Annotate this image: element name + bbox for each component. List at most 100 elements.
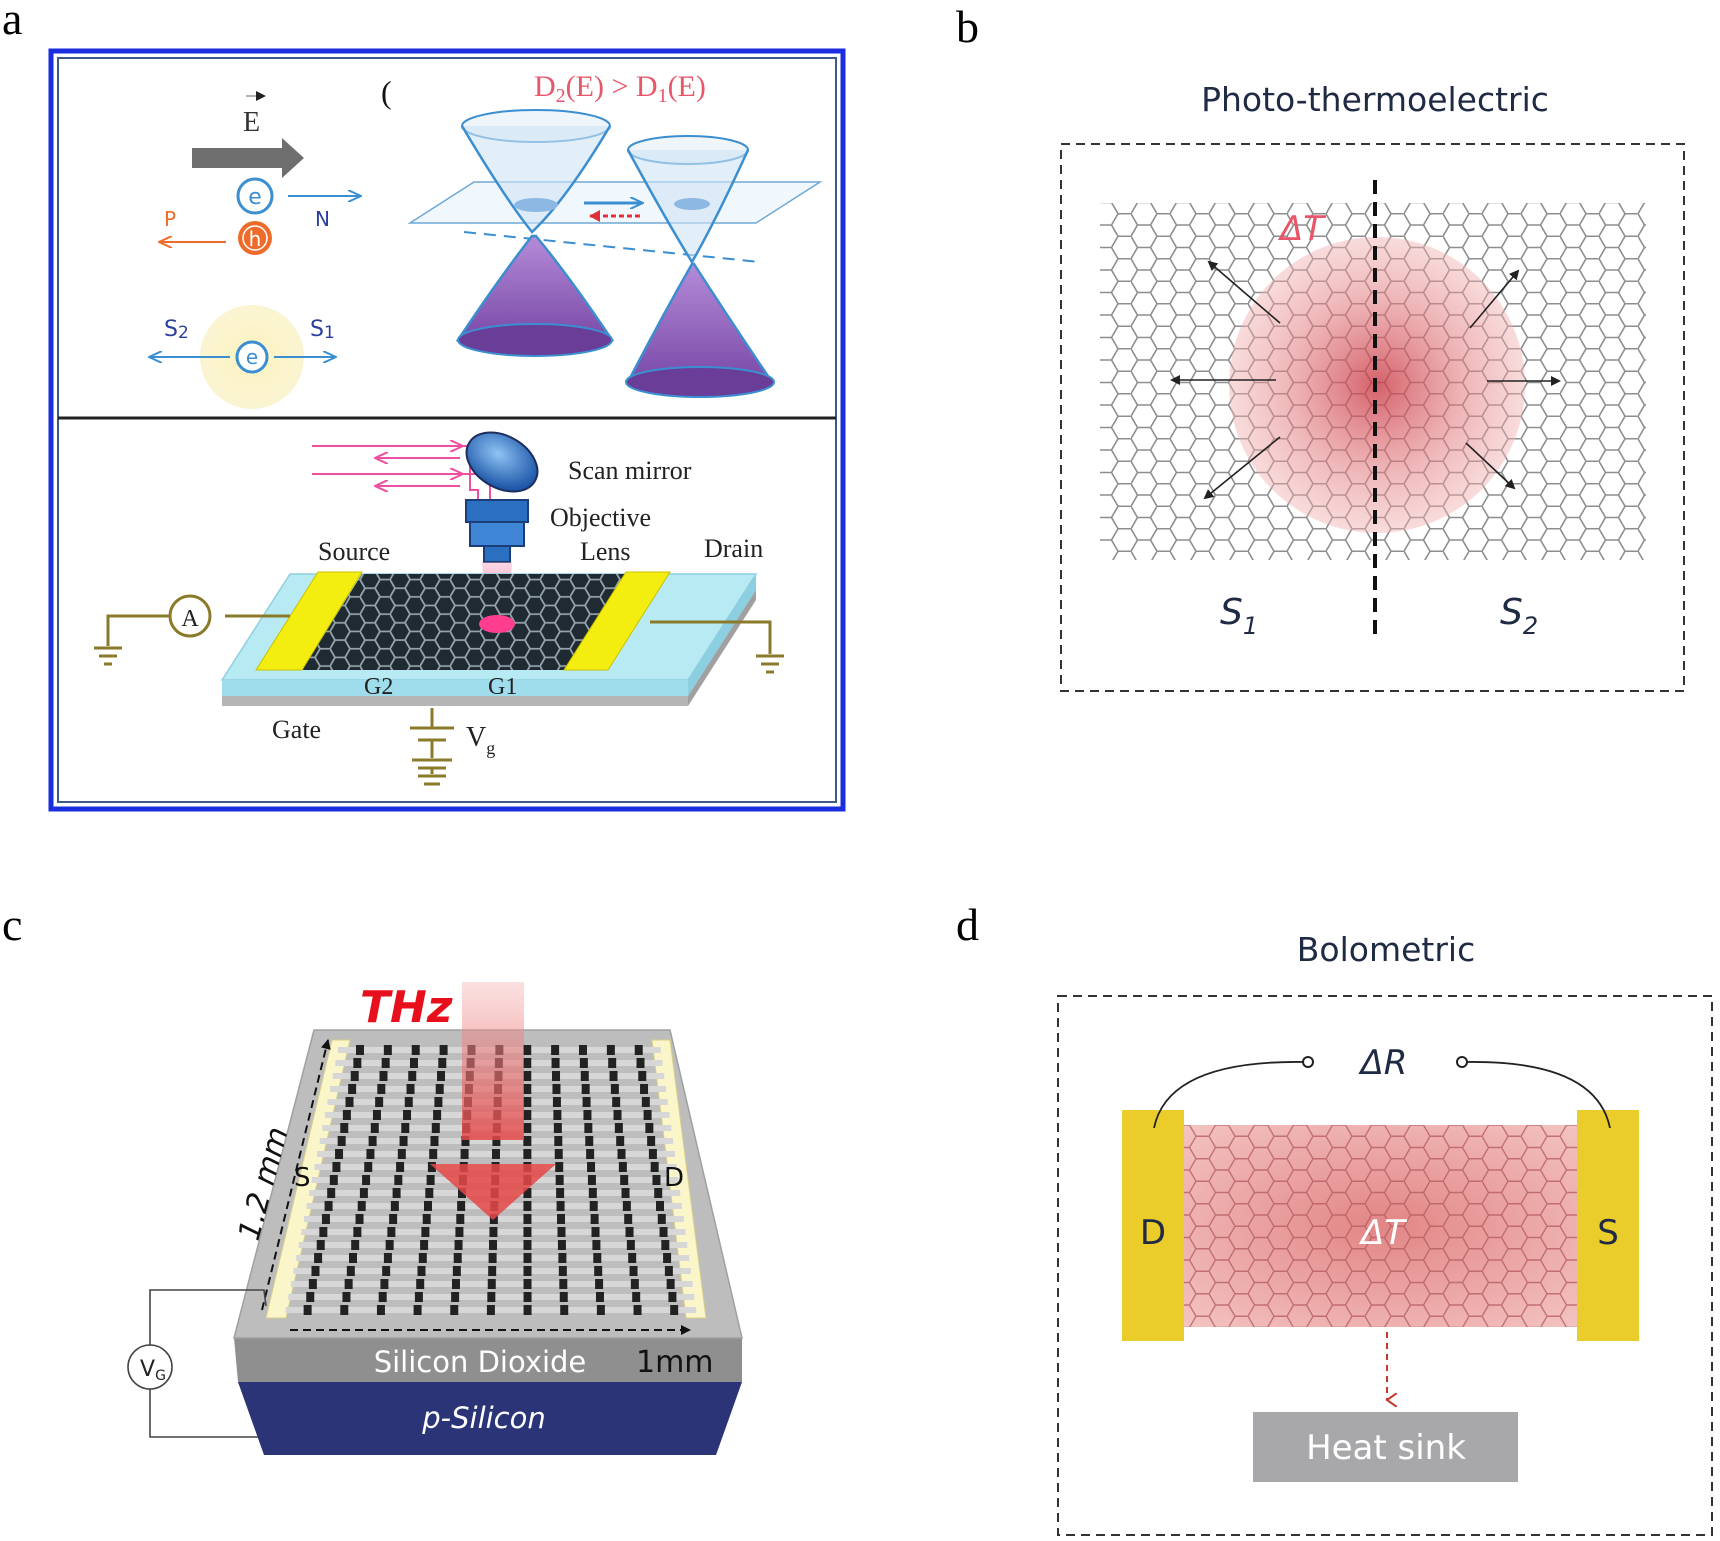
field-arrow <box>192 138 304 178</box>
contact-square <box>329 1175 338 1185</box>
contact-square <box>430 1136 439 1146</box>
contact-square <box>422 1214 431 1224</box>
contact-square <box>439 1045 448 1055</box>
contact-square <box>626 1240 635 1250</box>
drain-label: Drain <box>704 534 763 563</box>
voltmeter-label: VG <box>140 1357 166 1384</box>
contact-square <box>389 1214 398 1224</box>
contact-square <box>634 1045 643 1055</box>
length-dimension <box>261 1039 331 1311</box>
dirac-cone-g2 <box>455 109 615 357</box>
contact-square <box>557 1214 566 1224</box>
contact-square <box>610 1084 619 1094</box>
contact-square <box>340 1305 349 1315</box>
contact-square <box>437 1071 445 1081</box>
contact-square <box>385 1240 394 1250</box>
contact-square <box>666 1279 675 1289</box>
contact-square <box>337 1136 346 1146</box>
contact-square <box>580 1071 589 1081</box>
voltmeter-icon <box>127 1344 173 1390</box>
contact-square <box>319 1227 328 1237</box>
d-electrode-label: D <box>664 1163 684 1193</box>
thz-arrow <box>430 1164 556 1220</box>
contact-square <box>396 1162 405 1172</box>
contact-square <box>620 1175 629 1185</box>
d-contact <box>1122 1110 1184 1341</box>
source-electrode <box>255 571 363 671</box>
contact-square <box>456 1214 465 1224</box>
contact-square <box>587 1175 596 1185</box>
contact-square <box>557 1227 566 1237</box>
contact-square <box>416 1279 425 1289</box>
contact-square <box>621 1188 630 1198</box>
electron-icon-2 <box>235 340 269 374</box>
contact-square <box>342 1292 351 1302</box>
contact-square <box>560 1305 569 1315</box>
delta-r-label: ΔR <box>1358 1043 1408 1083</box>
contact-square <box>457 1201 466 1211</box>
contact-square <box>380 1279 389 1289</box>
contact-square <box>355 1214 364 1224</box>
gate-battery-icon <box>410 708 454 786</box>
contact-square <box>346 1266 355 1276</box>
contact-square <box>551 1058 560 1068</box>
contact-square <box>404 1097 413 1107</box>
contact-square <box>661 1240 670 1250</box>
contact-square <box>670 1305 679 1315</box>
contact-square <box>523 1292 532 1302</box>
contact-square <box>523 1149 532 1159</box>
contact-square <box>378 1292 387 1302</box>
contact-square <box>332 1162 341 1172</box>
contact-square <box>458 1188 467 1198</box>
g1-label: G1 <box>488 674 517 700</box>
contact-square <box>424 1201 432 1211</box>
contact-square <box>581 1084 590 1094</box>
contact-square <box>558 1266 567 1276</box>
heat-flow-arrows <box>1170 260 1561 500</box>
electron-symbol-2: e <box>246 345 258 369</box>
ammeter-circuit: A <box>94 594 784 674</box>
scan-mirror-label: Scan mirror <box>568 456 692 485</box>
contact-square <box>357 1201 366 1211</box>
panel-d-letter: d <box>956 899 979 950</box>
contact-square <box>583 1110 592 1120</box>
contact-square <box>359 1188 368 1198</box>
contact-square <box>594 1266 603 1276</box>
contact-square <box>406 1084 415 1094</box>
contact-square <box>585 1136 594 1146</box>
panel-a-letter: a <box>2 0 22 44</box>
contact-square <box>427 1162 436 1172</box>
contact-square <box>625 1227 634 1237</box>
s1-label: S1 <box>1220 592 1258 640</box>
contact-square <box>523 1136 532 1146</box>
panel-d: d Bolometric D S ΔT ΔR Heat sink <box>956 899 1713 1536</box>
contact-square <box>461 1136 470 1146</box>
label-s2: S2 <box>164 317 189 343</box>
contact-square <box>387 1227 396 1237</box>
contact-square <box>451 1279 460 1289</box>
voltmeter-circuit: VG <box>127 1289 267 1438</box>
contact-square <box>657 1214 666 1224</box>
panel-a: a E e N h P e S2 <box>2 0 846 812</box>
contact-square <box>645 1123 654 1133</box>
delta-t-label-d: ΔT <box>1358 1213 1407 1253</box>
contact-square <box>523 1045 532 1055</box>
s-contact-label: S <box>1597 1213 1619 1253</box>
contact-square <box>624 1214 633 1224</box>
contact-square <box>553 1110 562 1120</box>
ground-icon-left <box>94 646 122 666</box>
panel-a-inner-frame <box>57 57 837 803</box>
label-n: N <box>315 207 330 231</box>
contact-square <box>656 1201 664 1211</box>
contact-square <box>641 1097 650 1107</box>
oxide-front <box>234 1338 742 1382</box>
contact-square <box>559 1292 568 1302</box>
contact-square <box>591 1227 600 1237</box>
contact-square <box>523 1279 532 1289</box>
objective-label: Objective <box>550 503 651 532</box>
contact-square <box>489 1227 498 1237</box>
contact-square <box>351 1240 360 1250</box>
contact-square <box>586 1149 595 1159</box>
gate-label: Gate <box>272 715 321 744</box>
contact-square <box>403 1110 412 1120</box>
